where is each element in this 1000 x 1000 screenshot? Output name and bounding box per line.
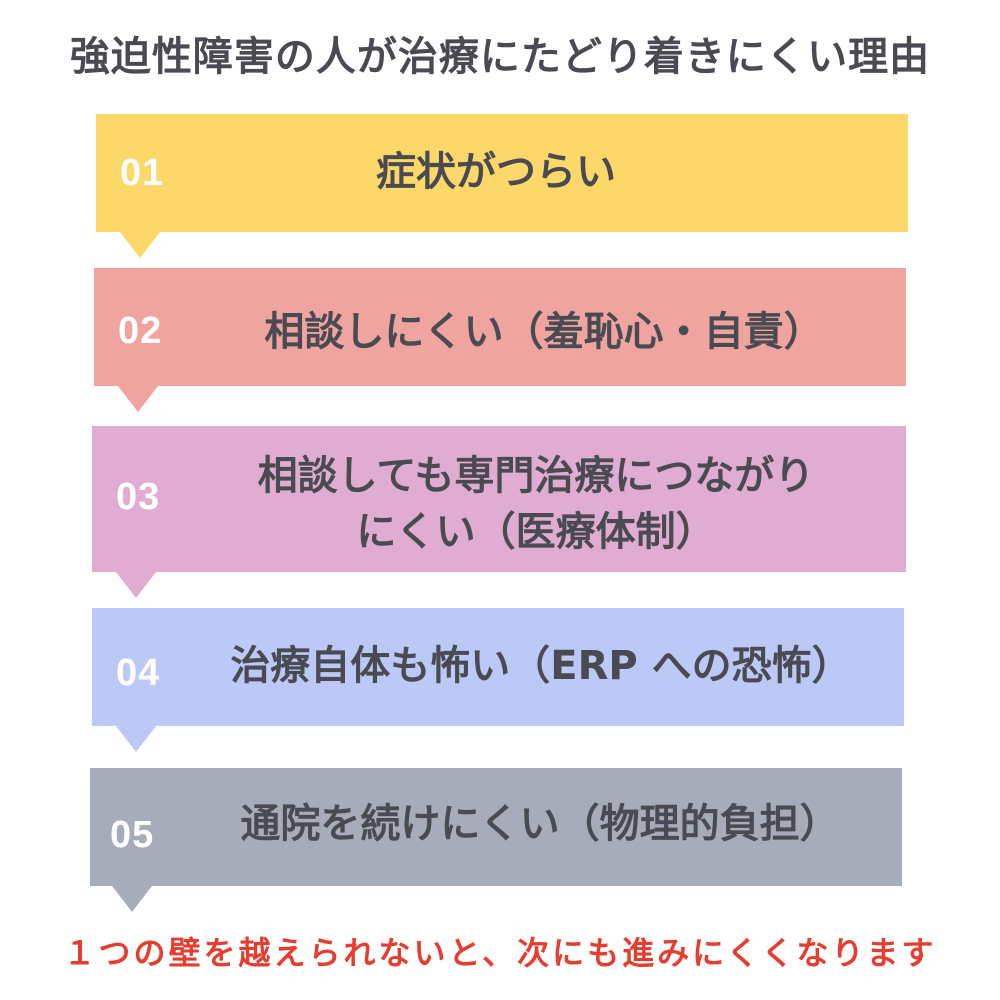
step-02-box bbox=[94, 268, 906, 386]
step-05: 05 通院を続けにくい（物理的負担） bbox=[90, 768, 902, 912]
step-01-label: 症状がつらい bbox=[376, 149, 616, 195]
step-05-box bbox=[90, 768, 902, 886]
page-title: 強迫性障害の人が治療にたどり着きにくい理由 bbox=[69, 34, 931, 80]
step-03-label-line2: にくい（医療体制） bbox=[356, 509, 716, 555]
step-05-pointer bbox=[112, 886, 152, 912]
step-04-pointer bbox=[116, 726, 156, 752]
step-01-number: 01 bbox=[120, 152, 165, 194]
step-03-number: 03 bbox=[116, 476, 161, 518]
step-01-pointer bbox=[120, 232, 160, 258]
step-02-number: 02 bbox=[118, 310, 163, 352]
step-02-label: 相談しにくい（羞恥心・自責） bbox=[264, 309, 824, 355]
step-03-pointer bbox=[116, 572, 156, 598]
step-04-label: 治療自体も怖い（ERP への恐怖） bbox=[230, 643, 852, 689]
step-04-number: 04 bbox=[116, 652, 161, 694]
step-05-label: 通院を続けにくい（物理的負担） bbox=[240, 801, 840, 847]
step-04-box bbox=[92, 608, 904, 726]
step-02-pointer bbox=[118, 386, 158, 412]
step-01: 01 症状がつらい bbox=[96, 114, 908, 258]
step-01-box bbox=[96, 114, 908, 232]
step-03: 03 相談しても専門治療につながり にくい（医療体制） bbox=[92, 426, 906, 598]
step-03-box bbox=[92, 426, 906, 572]
step-04: 04 治療自体も怖い（ERP への恐怖） bbox=[92, 608, 904, 752]
step-05-number: 05 bbox=[110, 814, 155, 856]
footer-note: １つの壁を越えられないと、次にも進みにくくなります bbox=[63, 934, 937, 972]
step-02: 02 相談しにくい（羞恥心・自責） bbox=[94, 268, 906, 412]
step-03-label-line1: 相談しても専門治療につながり bbox=[257, 453, 815, 499]
